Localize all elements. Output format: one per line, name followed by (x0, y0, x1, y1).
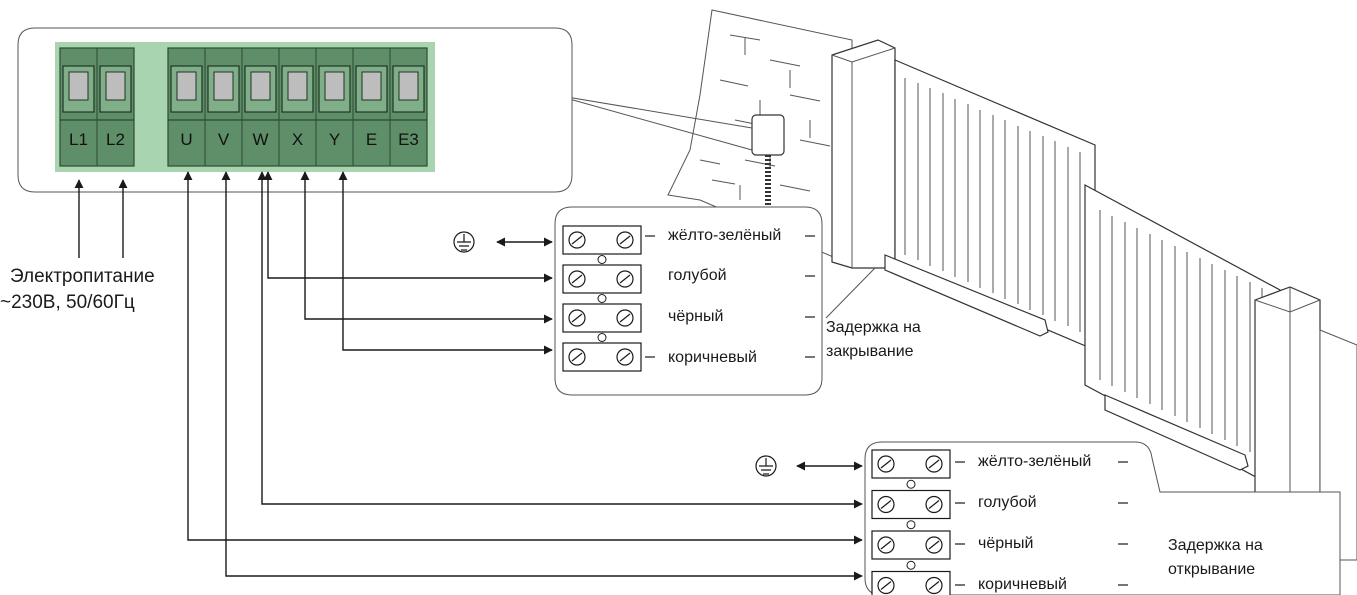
wire-x-closing (300, 171, 553, 324)
closing-leader (825, 267, 876, 319)
opening-delay-caption: Задержка на (1168, 537, 1263, 554)
terminal-label-w: W (252, 130, 268, 149)
terminal-l1: L1 (60, 65, 97, 149)
opening-dashes (955, 461, 1128, 586)
closing-terminal-2 (562, 264, 642, 294)
connector-dot (597, 294, 607, 303)
connector-dot (906, 560, 916, 570)
terminal-label-y: Y (329, 130, 340, 149)
power-terminal-block: L1 L2 (59, 47, 135, 167)
terminal-label-u: U (180, 130, 192, 149)
power-supply: Электропитание ~230В, 50/60Гц (0, 179, 155, 313)
terminal-e3: E3 (389, 48, 427, 166)
junction-box (751, 114, 785, 156)
control-board-callout: L1 L2 U V W X Y E E3 (17, 27, 573, 193)
terminal-label-x: X (292, 130, 303, 149)
closing-wire-yellow-green: жёлто-зелёный (668, 227, 781, 244)
left-pillar (831, 39, 896, 269)
connector-dot (906, 520, 916, 530)
connector-dot (906, 479, 916, 489)
gate-leaf-opening-slats (1099, 210, 1263, 458)
gate-leaf-closing-slats (904, 78, 1081, 332)
closing-delay-caption: Задержка на (826, 319, 921, 336)
opening-terminal-2 (871, 489, 951, 520)
motor-opening-connector: жёлто-зелёный голубой чёрный коричневый … (864, 441, 1341, 595)
closing-wire-blue: голубой (668, 267, 727, 284)
opening-terminal-1 (871, 449, 951, 479)
opening-wire-yellow-green: жёлто-зелёный (978, 453, 1091, 470)
terminal-label-v: V (218, 130, 230, 149)
terminal-e: E (352, 48, 390, 166)
wiring (183, 171, 863, 581)
terminal-label-l2: L2 (106, 130, 125, 149)
opening-wire-blue: голубой (978, 494, 1037, 511)
opening-wire-brown: коричневый (978, 576, 1067, 593)
wire-y-closing (338, 171, 553, 355)
callout-leader (554, 94, 753, 151)
terminal-w: W (241, 48, 279, 166)
opening-terminal-block (871, 449, 951, 595)
terminal-x: X (278, 48, 316, 166)
wire-v-opening (221, 171, 863, 581)
ground-symbol-icon (755, 455, 777, 477)
closing-terminal-4 (562, 342, 642, 372)
connector-dot (597, 333, 607, 342)
closing-terminal-1 (562, 225, 642, 255)
closing-terminal-3 (562, 303, 642, 333)
closing-delay-caption-2: закрывание (826, 343, 914, 360)
power-supply-voltage: ~230В, 50/60Гц (0, 292, 135, 313)
closing-wire-brown: коричневый (668, 349, 757, 366)
terminal-l2: L2 (96, 48, 134, 166)
actuator-opening (1104, 394, 1249, 471)
terminal-label-e3: E3 (398, 130, 419, 149)
opening-terminal-4 (871, 570, 951, 595)
terminal-label-e: E (366, 130, 377, 149)
opening-delay-caption-2: открывание (1168, 561, 1255, 578)
terminal-u: U (168, 65, 205, 149)
connector-dot (597, 255, 607, 264)
closing-wire-black: чёрный (668, 308, 723, 325)
terminal-y: Y (315, 48, 353, 166)
terminal-label-l1: L1 (69, 130, 88, 149)
opening-terminal-3 (871, 530, 951, 560)
motor-terminal-block: U V W X Y E E3 (167, 47, 428, 167)
terminal-v: V (204, 48, 242, 166)
opening-wire-black: чёрный (978, 535, 1033, 552)
ground-symbol-icon (453, 231, 475, 253)
power-supply-label: Электропитание (10, 266, 155, 287)
actuator-closing (884, 254, 1049, 337)
